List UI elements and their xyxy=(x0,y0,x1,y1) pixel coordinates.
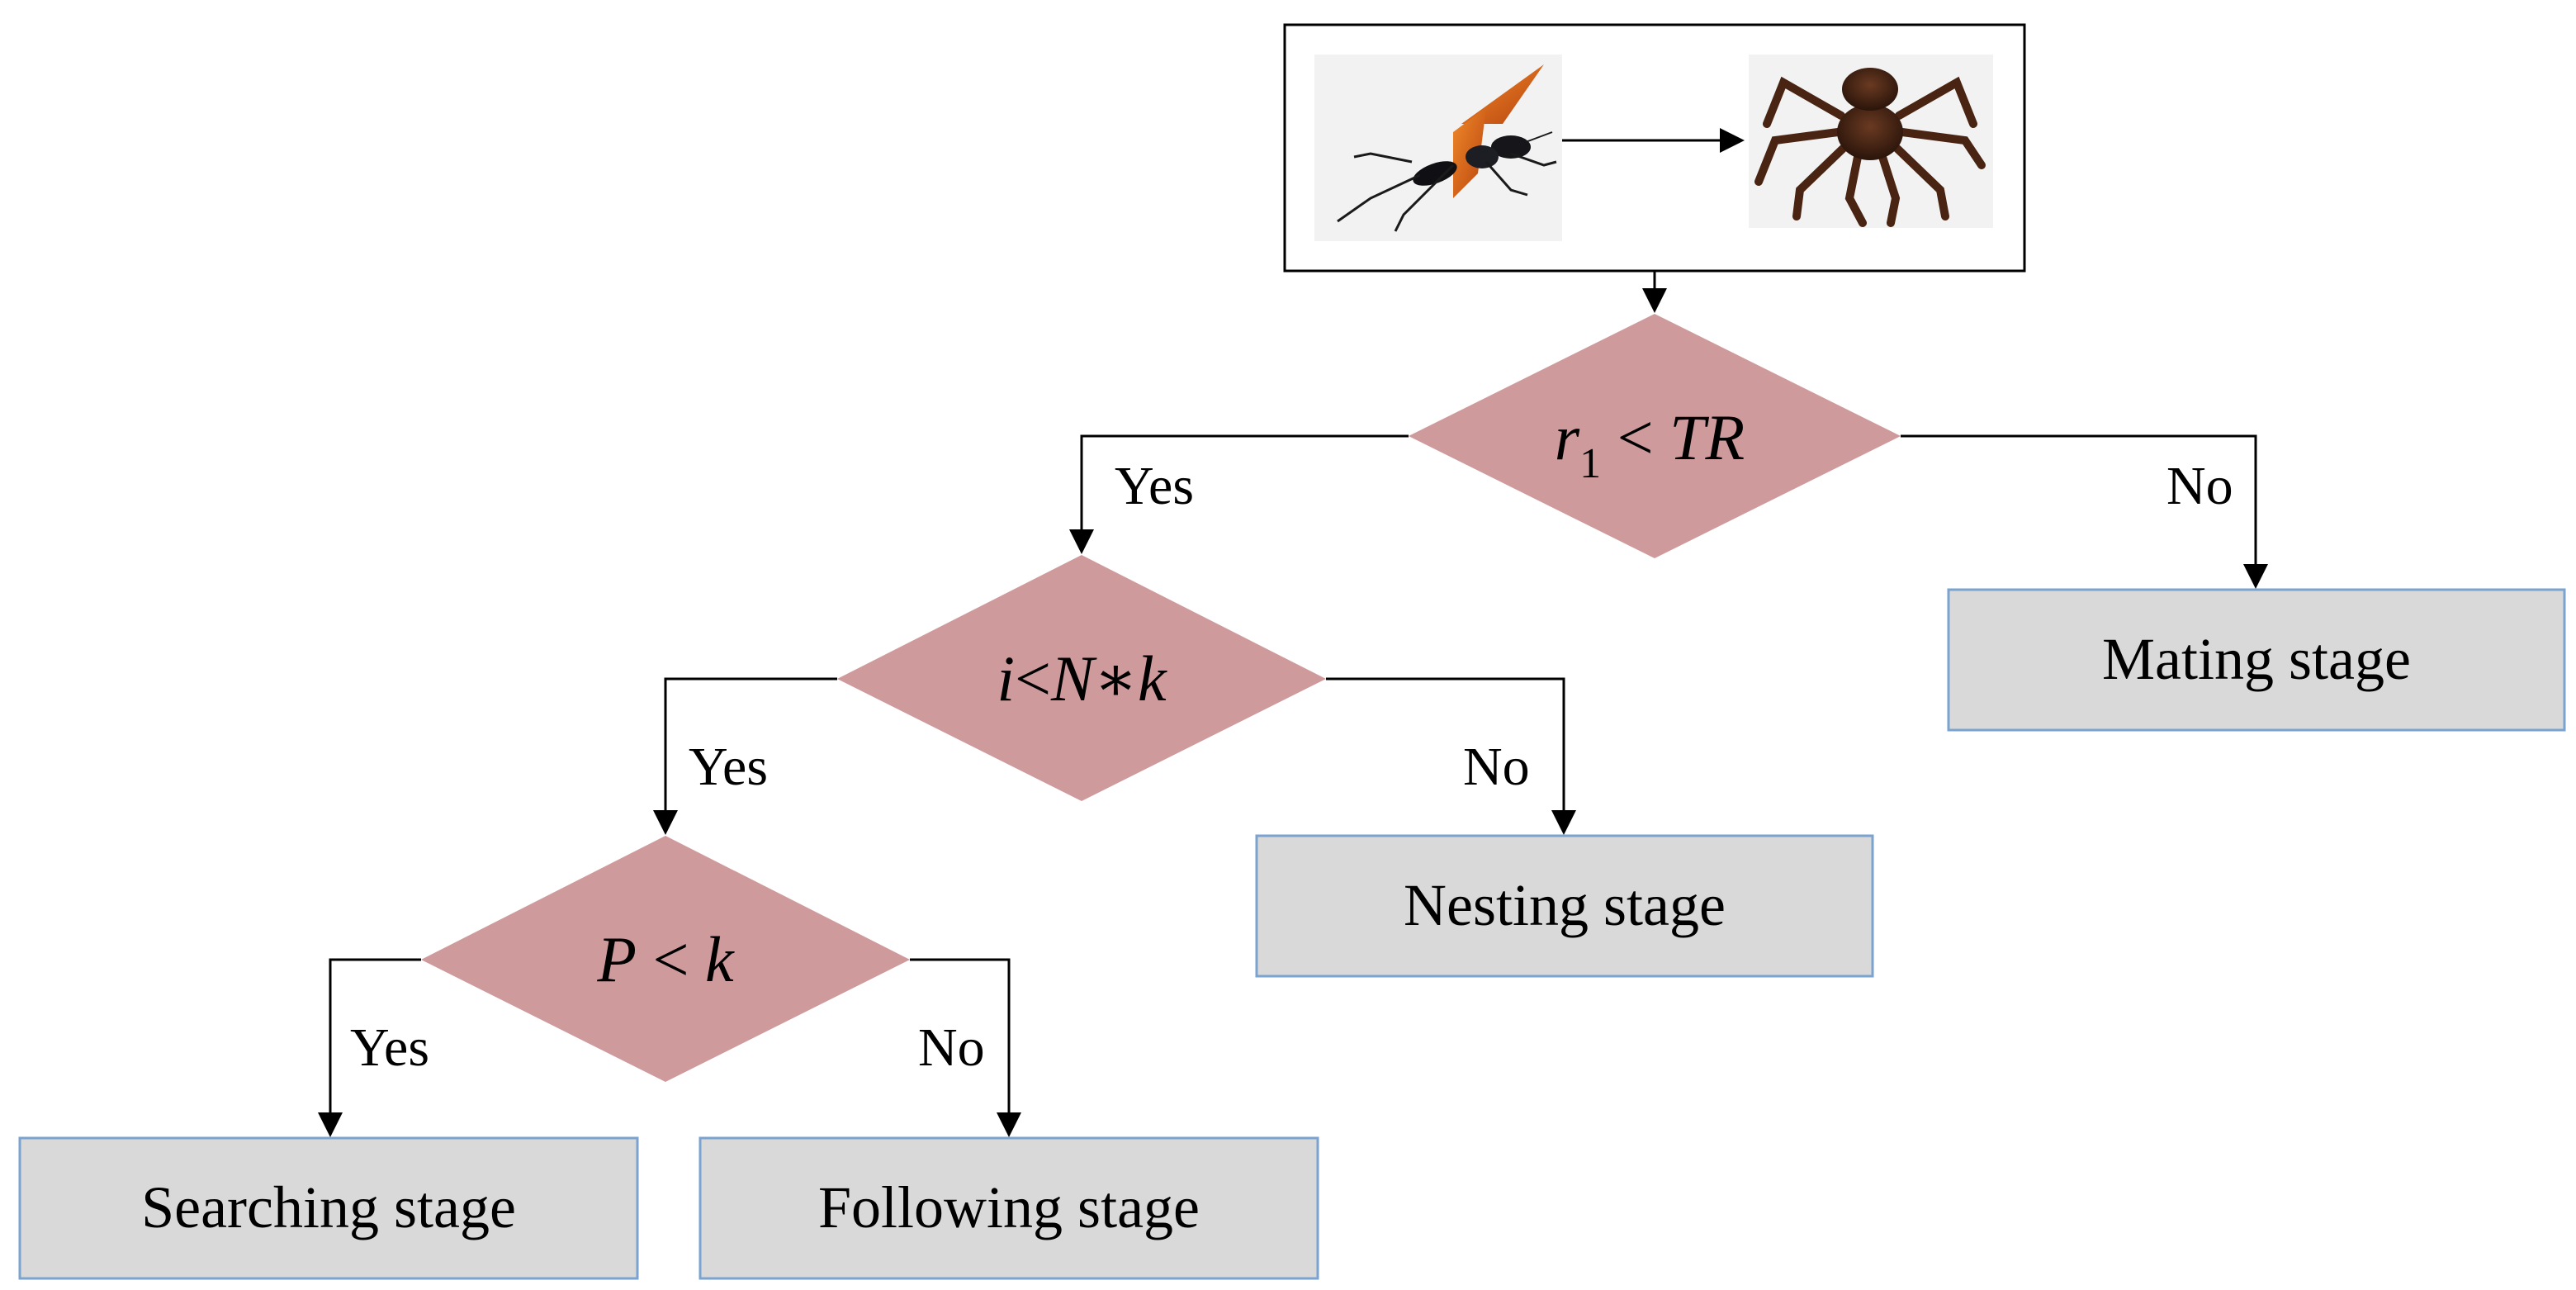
d2-no-connector xyxy=(1326,677,1576,835)
d3-no-connector xyxy=(910,958,1021,1137)
mating-stage-label: Mating stage xyxy=(2102,626,2411,692)
d1-no-connector xyxy=(1901,434,2268,589)
d1-yes-connector xyxy=(1069,434,1409,554)
decision-i-lt-nk xyxy=(837,555,1326,801)
decision-p-lt-k xyxy=(421,836,910,1082)
d1-yes-label: Yes xyxy=(1115,456,1194,516)
d1-no-label: No xyxy=(2166,456,2233,516)
mating-stage-box xyxy=(1947,588,2566,732)
following-stage-label: Following stage xyxy=(818,1174,1200,1240)
nesting-stage-label: Nesting stage xyxy=(1404,872,1726,938)
nesting-stage-box xyxy=(1255,834,1874,978)
searching-stage-label: Searching stage xyxy=(141,1174,516,1240)
spider-image xyxy=(1749,55,1993,228)
searching-stage-box xyxy=(18,1136,639,1280)
decision-i-lt-nk-label: i<N∗k xyxy=(997,643,1167,714)
d3-no-label: No xyxy=(918,1017,985,1078)
d2-no-label: No xyxy=(1463,737,1530,797)
following-stage-box xyxy=(698,1136,1319,1280)
d2-yes-label: Yes xyxy=(689,737,768,797)
decision-r1-lt-tr-label: r1 < TR xyxy=(1555,401,1745,487)
d3-yes-connector xyxy=(318,958,421,1137)
d2-yes-connector xyxy=(653,677,837,835)
decision-p-lt-k-label: P < k xyxy=(596,923,735,995)
wasp-image xyxy=(1314,55,1562,241)
decision-r1-lt-tr xyxy=(1409,314,1901,558)
d3-yes-label: Yes xyxy=(350,1017,429,1078)
